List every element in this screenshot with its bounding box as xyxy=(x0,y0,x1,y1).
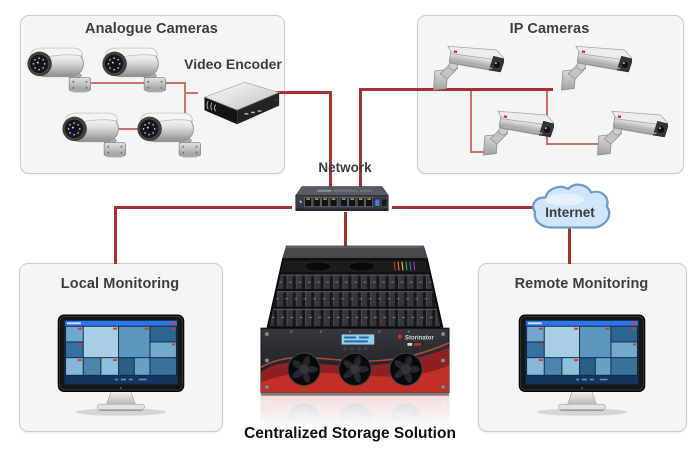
wire-analog-junction-v xyxy=(184,82,186,130)
ip-cameras-title: IP Cameras xyxy=(509,21,590,37)
analogue-camera-icon xyxy=(24,44,96,97)
analogue-cameras-title: Analogue Cameras xyxy=(85,21,218,37)
video-encoder-icon xyxy=(192,72,286,128)
remote-monitor-icon xyxy=(517,313,647,417)
analogue-camera-icon xyxy=(99,44,171,97)
ip-camera-icon xyxy=(552,34,632,101)
internet-label: Internet xyxy=(545,205,595,220)
storage-caption: Centralized Storage Solution xyxy=(244,425,456,442)
connection-ip-backbone-h xyxy=(361,88,553,91)
connection-switch-to-local-h xyxy=(114,206,292,209)
connection-switch-to-storage-v xyxy=(344,212,347,250)
wire-analog-top-row xyxy=(88,82,186,84)
connection-switch-to-local-v xyxy=(114,206,117,264)
local-monitor-icon xyxy=(56,313,186,417)
ip-camera-icon xyxy=(588,99,668,166)
wire-ip-drop1-v xyxy=(470,91,472,153)
ip-cameras-box xyxy=(417,15,684,174)
network-label: Network xyxy=(318,160,372,175)
ip-camera-icon xyxy=(424,34,504,101)
analogue-camera-icon xyxy=(59,109,131,162)
connection-internet-to-remote-v xyxy=(568,226,571,264)
wire-analog-to-encoder xyxy=(186,92,198,94)
connection-switch-to-internet-h xyxy=(392,206,537,209)
server-brand-text: Storinator xyxy=(405,335,435,341)
connection-encoder-to-switch-h xyxy=(272,91,332,94)
video-encoder-label: Video Encoder xyxy=(184,56,282,72)
wire-ip-drop1-h xyxy=(470,151,488,153)
network-switch-icon xyxy=(290,184,394,216)
connection-encoder-to-switch-v xyxy=(329,91,332,188)
wire-ip-drop2-h xyxy=(546,143,603,145)
connection-ip-to-switch-v xyxy=(359,88,362,188)
ip-camera-icon xyxy=(474,99,554,166)
storage-server-icon: Storinator xyxy=(257,245,453,430)
remote-monitoring-title: Remote Monitoring xyxy=(514,276,649,292)
local-monitoring-title: Local Monitoring xyxy=(60,276,180,292)
